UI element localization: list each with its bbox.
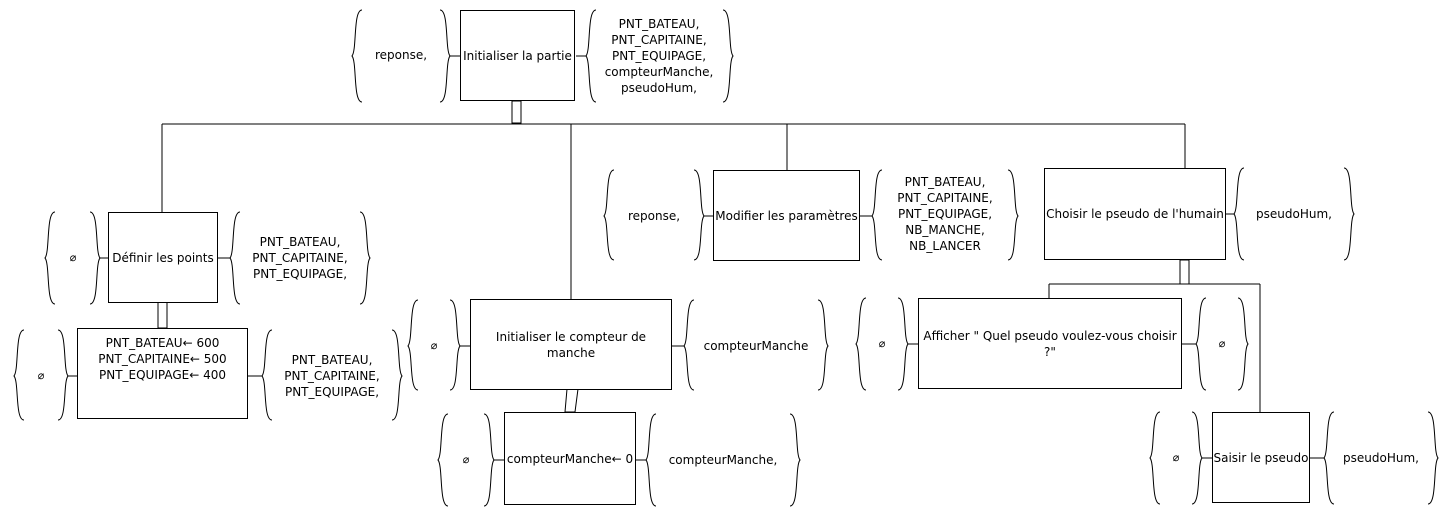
modifier-output: NB_LANCER (909, 239, 981, 253)
assign-points-output: PNT_EQUIPAGE, (284, 385, 380, 399)
assign-points-line: PNT_BATEAU← 600 (105, 336, 220, 350)
init-compteur-input: ⌀ (430, 339, 438, 352)
init-compteur-box[interactable]: Initialiser le compteur de manche (470, 299, 672, 390)
assign-points-outputs: PNT_BATEAU, PNT_CAPITAINE, PNT_EQUIPAGE, (272, 350, 392, 402)
afficher-action-box[interactable]: Afficher " Quel pseudo voulez-vous chois… (918, 298, 1182, 389)
brace (439, 9, 451, 103)
modifier-action-label: Modifier les paramètres (715, 208, 858, 223)
afficher-output: ⌀ (1218, 337, 1226, 350)
stub (511, 100, 522, 124)
assign-points-input: ⌀ (37, 369, 45, 382)
init-compteur-output: compteurManche (703, 339, 809, 353)
brace (722, 9, 734, 103)
brace (351, 9, 363, 103)
modifier-output: PNT_EQUIPAGE, (897, 207, 993, 221)
root-output: pseudoHum, (621, 81, 697, 95)
saisir-action-label: Saisir le pseudo (1213, 450, 1309, 465)
root-action-label: Initialiser la partie (463, 48, 572, 63)
assign-points-line: PNT_CAPITAINE← 500 (98, 352, 227, 366)
assign-points-output: PNT_BATEAU, (291, 353, 373, 367)
choisir-action-box[interactable]: Choisir le pseudo de l'humain (1044, 168, 1226, 260)
assign-compteur-input: ⌀ (462, 453, 470, 466)
assign-points-output: PNT_CAPITAINE, (284, 369, 380, 383)
root-outputs: PNT_BATEAU, PNT_CAPITAINE, PNT_EQUIPAGE,… (596, 14, 722, 98)
modifier-output: PNT_BATEAU, (904, 175, 986, 189)
brace (585, 9, 597, 103)
assign-points-box[interactable]: PNT_BATEAU← 600 PNT_CAPITAINE← 500 PNT_E… (77, 328, 248, 419)
root-output: PNT_EQUIPAGE, (611, 49, 707, 63)
modifier-input: reponse, (627, 209, 681, 223)
afficher-action-label: Afficher " Quel pseudo voulez-vous chois… (923, 328, 1177, 359)
saisir-input: ⌀ (1172, 451, 1180, 464)
afficher-input: ⌀ (878, 337, 886, 350)
modifier-outputs: PNT_BATEAU, PNT_CAPITAINE, PNT_EQUIPAGE,… (882, 172, 1008, 256)
assign-compteur-box[interactable]: compteurManche← 0 (504, 412, 636, 505)
assign-compteur-label: compteurManche← 0 (506, 451, 634, 466)
root-action-box[interactable]: Initialiser la partie (460, 10, 575, 101)
root-output: PNT_BATEAU, (618, 17, 700, 31)
init-compteur-label: Initialiser le compteur de manche (495, 329, 647, 360)
assign-points-line: PNT_EQUIPAGE← 400 (98, 368, 226, 382)
choisir-action-label: Choisir le pseudo de l'humain (1046, 207, 1224, 221)
choisir-output: pseudoHum, (1256, 207, 1332, 221)
definir-action-box[interactable]: Définir les points (108, 212, 218, 303)
definir-input: ⌀ (69, 251, 77, 264)
root-output: PNT_CAPITAINE, (611, 33, 707, 47)
root-output: compteurManche, (604, 65, 714, 79)
assign-compteur-output: compteurManche, (668, 453, 778, 467)
root-input: reponse, (374, 48, 428, 62)
definir-output: PNT_CAPITAINE, (252, 251, 348, 265)
definir-action-label: Définir les points (112, 250, 214, 265)
modifier-action-box[interactable]: Modifier les paramètres (713, 170, 860, 261)
saisir-action-box[interactable]: Saisir le pseudo (1212, 412, 1310, 503)
definir-output: PNT_BATEAU, (259, 235, 341, 249)
saisir-output: pseudoHum, (1343, 451, 1419, 465)
definir-output: PNT_EQUIPAGE, (252, 267, 348, 281)
modifier-output: NB_MANCHE, (905, 223, 985, 237)
modifier-output: PNT_CAPITAINE, (897, 191, 993, 205)
definir-outputs: PNT_BATEAU, PNT_CAPITAINE, PNT_EQUIPAGE, (240, 232, 360, 284)
